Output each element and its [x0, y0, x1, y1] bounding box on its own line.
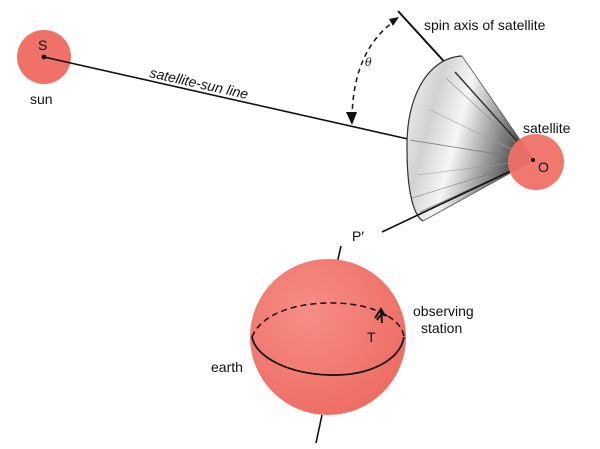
satellite-sun-line-label: satellite-sun line [148, 64, 250, 102]
station-label: station [421, 320, 462, 336]
satellite-sun-line [43, 56, 409, 140]
earth-circle [250, 259, 406, 415]
spin-axis-label: spin axis of satellite [424, 17, 546, 33]
earth-equator-front [251, 336, 405, 376]
theta-label: θ [365, 56, 372, 69]
antenna-icon [374, 307, 388, 324]
theta-arc [351, 21, 394, 119]
line-o-to-p-prime [381, 159, 535, 233]
satellite-center-dot [531, 158, 535, 162]
satellite-letter: O [538, 159, 549, 175]
satellite-label: satellite [523, 120, 571, 136]
theta-arrow-lower [346, 112, 357, 125]
theta-arrow-upper [389, 17, 399, 26]
observing-label: observing [413, 303, 474, 319]
scanning-cone [406, 55, 535, 222]
cone-rim [406, 55, 463, 222]
station-letter: T [367, 329, 376, 345]
earth-axis-bottom [315, 414, 323, 444]
sun-letter: S [38, 37, 47, 53]
earth-label: earth [211, 359, 243, 375]
earth-equator-back [251, 302, 405, 338]
sun-label: sun [30, 91, 53, 107]
satellite-circle [508, 134, 564, 190]
p-prime-label: P′ [352, 228, 364, 244]
